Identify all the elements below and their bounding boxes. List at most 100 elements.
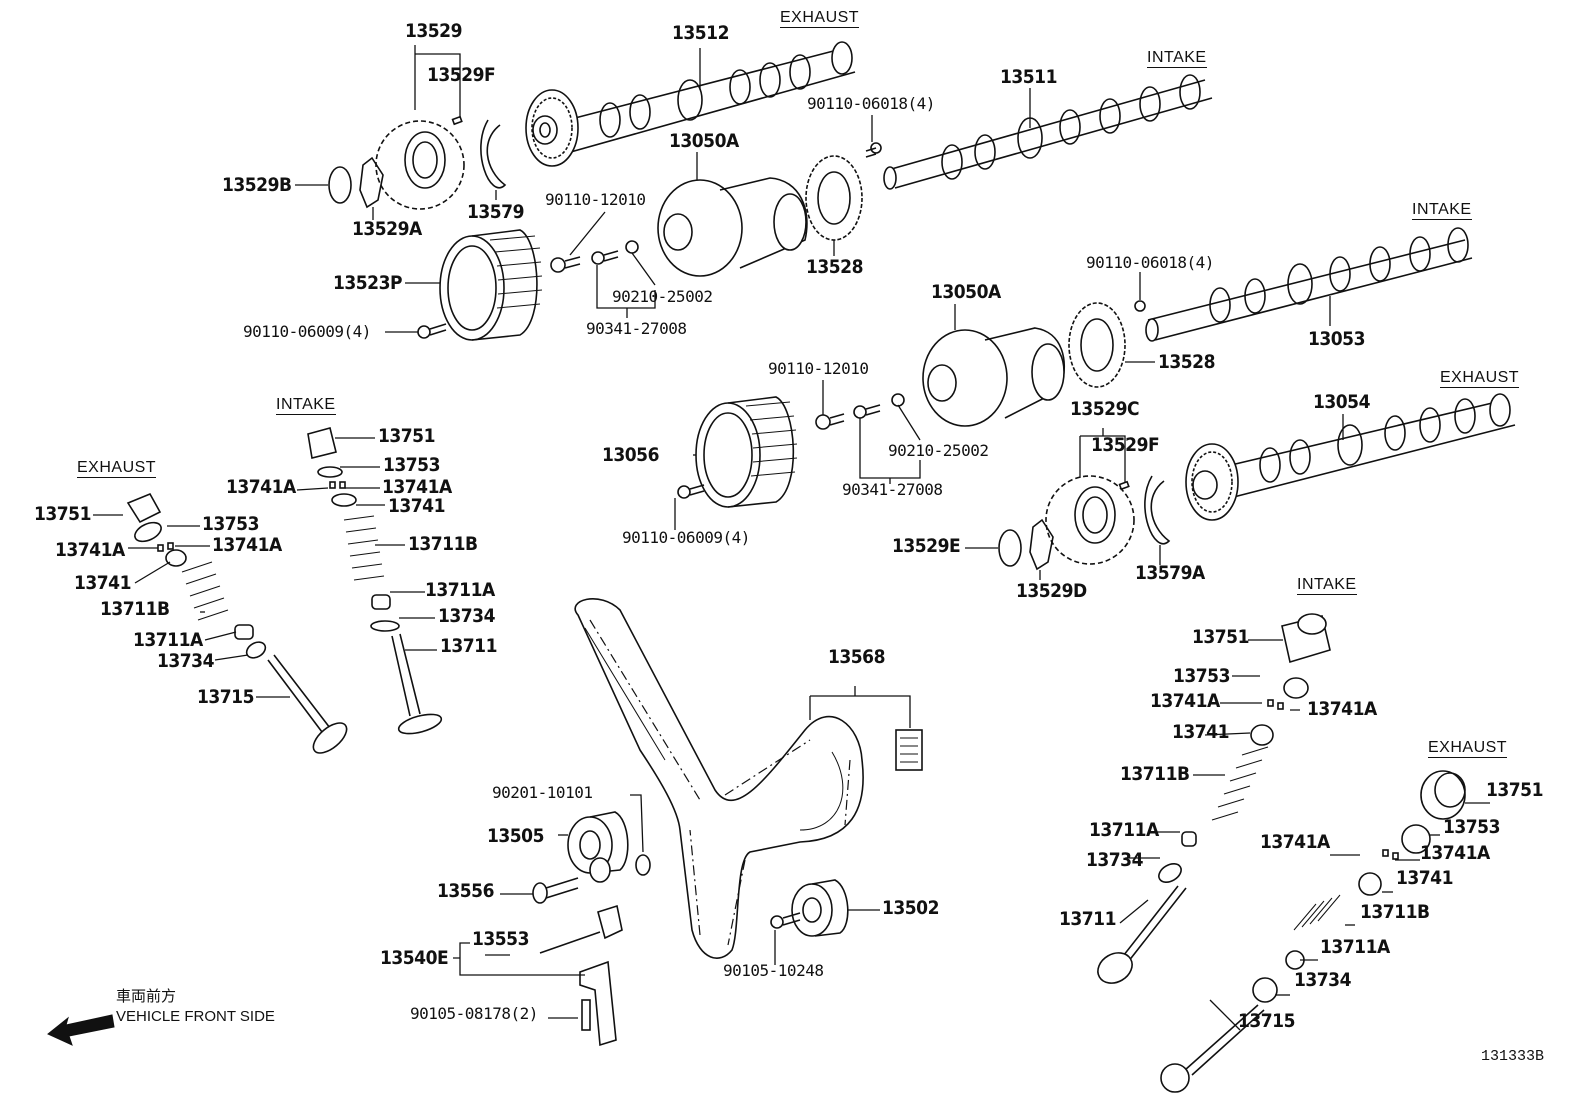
part-label[interactable]: 13053 [1308, 328, 1365, 350]
part-label[interactable]: 13734 [438, 605, 495, 627]
part-label[interactable]: 13753 [383, 454, 440, 476]
part-label[interactable]: 13529A [352, 218, 422, 240]
part-label[interactable]: 13553 [472, 928, 529, 950]
direction-note-en: VEHICLE FRONT SIDE [116, 1008, 275, 1026]
part-label[interactable]: 90110-06009(4) [243, 322, 371, 341]
direction-note-jp: 車両前方 [116, 988, 177, 1005]
part-label[interactable]: 13711A [133, 629, 203, 651]
part-label[interactable]: 13529F [427, 64, 496, 86]
part-label[interactable]: 13512 [672, 22, 729, 44]
part-label[interactable]: 13529 [405, 20, 462, 42]
vvt-actuator-13050A-upper [657, 177, 808, 277]
leader-lines [93, 45, 1490, 1031]
part-label[interactable]: 13734 [157, 650, 214, 672]
part-label[interactable]: 13715 [197, 686, 254, 708]
part-label[interactable]: 90110-06018(4) [807, 94, 935, 113]
part-label[interactable]: 13741A [212, 534, 282, 556]
part-label[interactable]: 13056 [602, 444, 659, 466]
part-label[interactable]: 90110-12010 [768, 359, 869, 378]
part-label[interactable]: 13540E [380, 947, 449, 969]
part-label[interactable]: 13529C [1070, 398, 1140, 420]
part-label[interactable]: 13715 [1238, 1010, 1295, 1032]
part-label[interactable]: 13751 [1192, 626, 1249, 648]
part-label[interactable]: 13753 [202, 513, 259, 535]
part-label[interactable]: 90210-25002 [612, 287, 713, 306]
camshaft-timing-gear-13529C [1045, 475, 1135, 565]
part-label[interactable]: 13711B [100, 598, 170, 620]
vvt-actuator-13050A-lower [922, 327, 1065, 427]
ring-13529E [998, 529, 1022, 567]
part-label[interactable]: 13711B [1120, 763, 1190, 785]
part-label[interactable]: 13741A [1150, 690, 1220, 712]
part-label[interactable]: 13529D [1016, 580, 1087, 602]
washer-90201-10101 [635, 854, 651, 876]
part-label[interactable]: 13529F [1091, 434, 1160, 456]
part-label[interactable]: 13751 [378, 425, 435, 447]
part-label[interactable]: 13741 [388, 495, 445, 517]
part-label[interactable]: 13751 [34, 503, 91, 525]
part-label[interactable]: 13502 [882, 897, 939, 919]
part-label[interactable]: 13556 [437, 880, 494, 902]
plate-13529A [359, 156, 384, 209]
part-label[interactable]: 13711B [408, 533, 478, 555]
direction-note: 車両前方 VEHICLE FRONT SIDE [116, 987, 275, 1028]
camshaft-gear-13528-upper [805, 155, 863, 241]
section-intake-right-valves: INTAKE [1297, 576, 1357, 595]
belt-tensioner-13540E [539, 904, 623, 1047]
part-label[interactable]: 13523P [333, 272, 403, 294]
part-label[interactable]: 13741 [74, 572, 131, 594]
part-label[interactable]: 90110-12010 [545, 190, 646, 209]
part-label[interactable]: 90210-25002 [888, 441, 989, 460]
part-label[interactable]: 13741 [1172, 721, 1229, 743]
camshaft-gear-13528-lower [1068, 302, 1126, 388]
part-label[interactable]: 90341-27008 [586, 319, 687, 338]
part-label[interactable]: 13054 [1313, 391, 1370, 413]
part-label[interactable]: 13579A [1135, 562, 1205, 584]
part-label[interactable]: 13741A [382, 476, 452, 498]
part-label[interactable]: 90105-08178(2) [410, 1004, 538, 1023]
part-label[interactable]: 13511 [1000, 66, 1057, 88]
section-exhaust-top: EXHAUST [780, 9, 860, 28]
intake-valve-train-right [1097, 613, 1331, 984]
part-label[interactable]: 90341-27008 [842, 480, 943, 499]
part-label[interactable]: 13741A [1260, 831, 1330, 853]
part-label[interactable]: 13734 [1294, 969, 1351, 991]
part-label[interactable]: 13734 [1086, 849, 1143, 871]
part-label[interactable]: 90105-10248 [723, 961, 824, 980]
snap-ring-13579A [1144, 475, 1171, 545]
part-label[interactable]: 13529B [222, 174, 292, 196]
part-label[interactable]: 90110-06018(4) [1086, 253, 1214, 272]
part-label[interactable]: 13505 [487, 825, 544, 847]
part-label[interactable]: 13528 [1158, 351, 1215, 373]
part-label[interactable]: 13711A [1320, 936, 1390, 958]
part-label[interactable]: 13741 [1396, 867, 1453, 889]
part-label[interactable]: 13711 [440, 635, 497, 657]
part-label[interactable]: 90201-10101 [492, 783, 593, 802]
part-label[interactable]: 13753 [1443, 816, 1500, 838]
intake-valve-train-left [307, 427, 443, 735]
part-label[interactable]: 13568 [828, 646, 885, 668]
snap-ring-13579 [480, 119, 507, 189]
part-label[interactable]: 13741A [55, 539, 125, 561]
camshaft-timing-gear-13529 [375, 120, 465, 210]
part-label[interactable]: 13711 [1059, 908, 1116, 930]
part-label[interactable]: 13741A [226, 476, 296, 498]
timing-pulley-13523P [439, 229, 543, 341]
part-label[interactable]: 13753 [1173, 665, 1230, 687]
part-label[interactable]: 13050A [669, 130, 739, 152]
part-label[interactable]: 13529E [892, 535, 961, 557]
part-label[interactable]: 13711A [1089, 819, 1159, 841]
part-label[interactable]: 13741A [1420, 842, 1490, 864]
part-label[interactable]: 90110-06009(4) [622, 528, 750, 547]
part-label[interactable]: 13741A [1307, 698, 1377, 720]
part-label[interactable]: 13579 [467, 201, 524, 223]
part-label[interactable]: 13711A [425, 579, 495, 601]
part-label[interactable]: 13751 [1486, 779, 1543, 801]
part-label[interactable]: 13050A [931, 281, 1001, 303]
bolt-13556 [532, 877, 579, 904]
part-label[interactable]: 13711B [1360, 901, 1430, 923]
timing-pulley-13056 [695, 396, 798, 508]
part-label[interactable]: 13528 [806, 256, 863, 278]
